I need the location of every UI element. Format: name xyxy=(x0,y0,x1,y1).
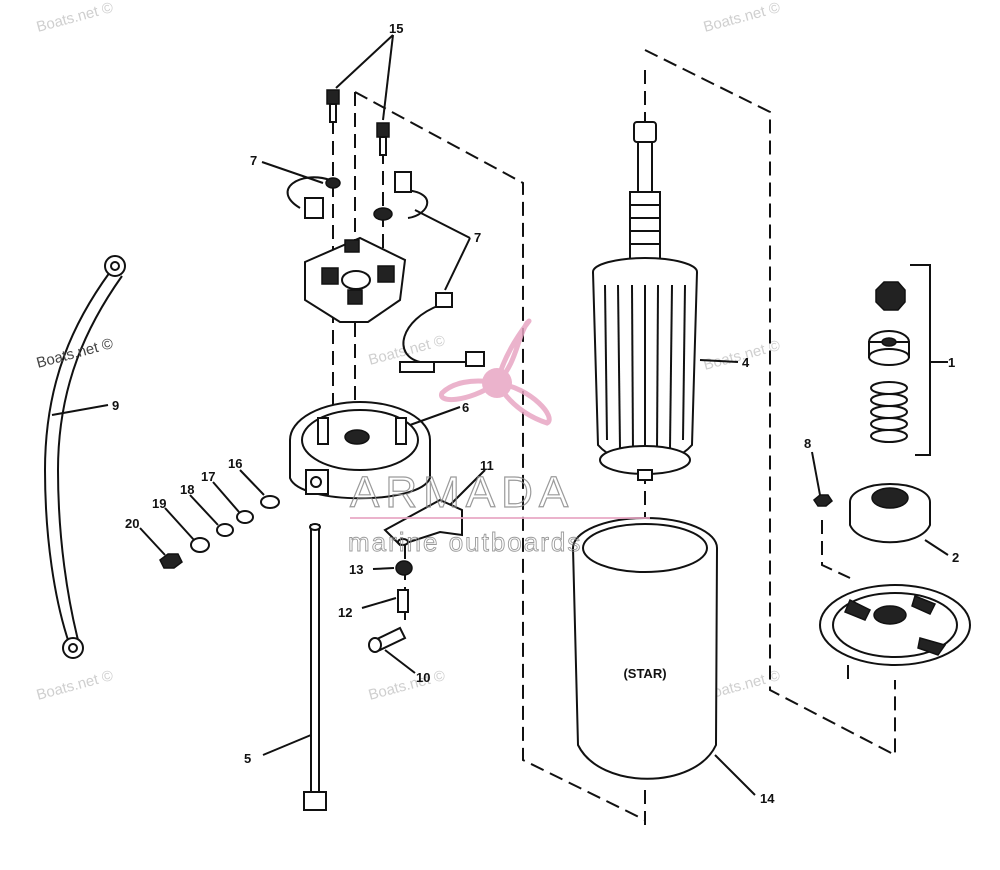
callout-4: 4 xyxy=(742,355,750,370)
mounting-bracket-part-11 xyxy=(383,498,463,547)
spring-coils xyxy=(870,381,908,443)
bolt-part-10 xyxy=(368,626,407,653)
callout-12: 12 xyxy=(338,605,352,620)
battery-cable-part-9 xyxy=(43,255,126,659)
callout-1: 1 xyxy=(948,355,955,370)
frame-housing-part-14: (STAR) xyxy=(572,517,718,780)
callout-numbers: 1 2 4 5 6 7 7 8 9 10 11 12 13 14 15 16 1… xyxy=(112,21,959,806)
propeller-logo-icon xyxy=(439,318,552,426)
drive-end-plate xyxy=(819,584,971,666)
armature-part-4 xyxy=(592,121,698,481)
end-cap-part-6 xyxy=(289,401,431,500)
nut-part-13 xyxy=(395,560,413,576)
callout-5: 5 xyxy=(244,751,251,766)
screws-part-15 xyxy=(326,89,390,156)
callout-8: 8 xyxy=(804,436,811,451)
armature-windings xyxy=(604,284,686,454)
callout-11: 11 xyxy=(480,458,494,473)
callout-7-left: 7 xyxy=(250,153,257,168)
drive-pinion-part-2 xyxy=(849,483,931,544)
callout-13: 13 xyxy=(349,562,363,577)
callout-18: 18 xyxy=(180,482,194,497)
site-watermark: Boats.net © xyxy=(35,0,115,36)
brush-springs-part-7 xyxy=(286,171,429,221)
site-watermark: Boats.net © xyxy=(702,0,782,36)
brand-watermark: ARMADA marine outboards xyxy=(348,318,650,557)
callout-7-right: 7 xyxy=(474,230,481,245)
callout-17: 17 xyxy=(201,469,215,484)
callout-10: 10 xyxy=(416,670,430,685)
brush-lead-wires xyxy=(399,292,485,373)
nut-part-8 xyxy=(813,494,833,507)
site-watermark: Boats.net © xyxy=(367,667,447,704)
drive-assembly-part-1 xyxy=(868,264,948,456)
callout-2: 2 xyxy=(952,550,959,565)
callout-14: 14 xyxy=(760,791,775,806)
callout-16: 16 xyxy=(228,456,242,471)
callout-19: 19 xyxy=(152,496,166,511)
brush-holder-plate xyxy=(304,236,407,323)
callout-15: 15 xyxy=(389,21,403,36)
callout-6: 6 xyxy=(462,400,469,415)
screw-part-12 xyxy=(397,589,409,613)
brand-watermark-name: ARMADA xyxy=(350,468,574,517)
housing-label: (STAR) xyxy=(623,666,666,681)
terminal-hardware-parts-16-20 xyxy=(159,495,280,569)
site-watermark: Boats.net © xyxy=(35,667,115,704)
through-bolt-part-5 xyxy=(303,523,327,811)
commutator-ridges xyxy=(630,204,660,245)
callout-20: 20 xyxy=(125,516,139,531)
brand-watermark-tagline: marine outboards xyxy=(348,527,582,557)
callout-leader-lines xyxy=(51,34,949,796)
callout-9: 9 xyxy=(112,398,119,413)
